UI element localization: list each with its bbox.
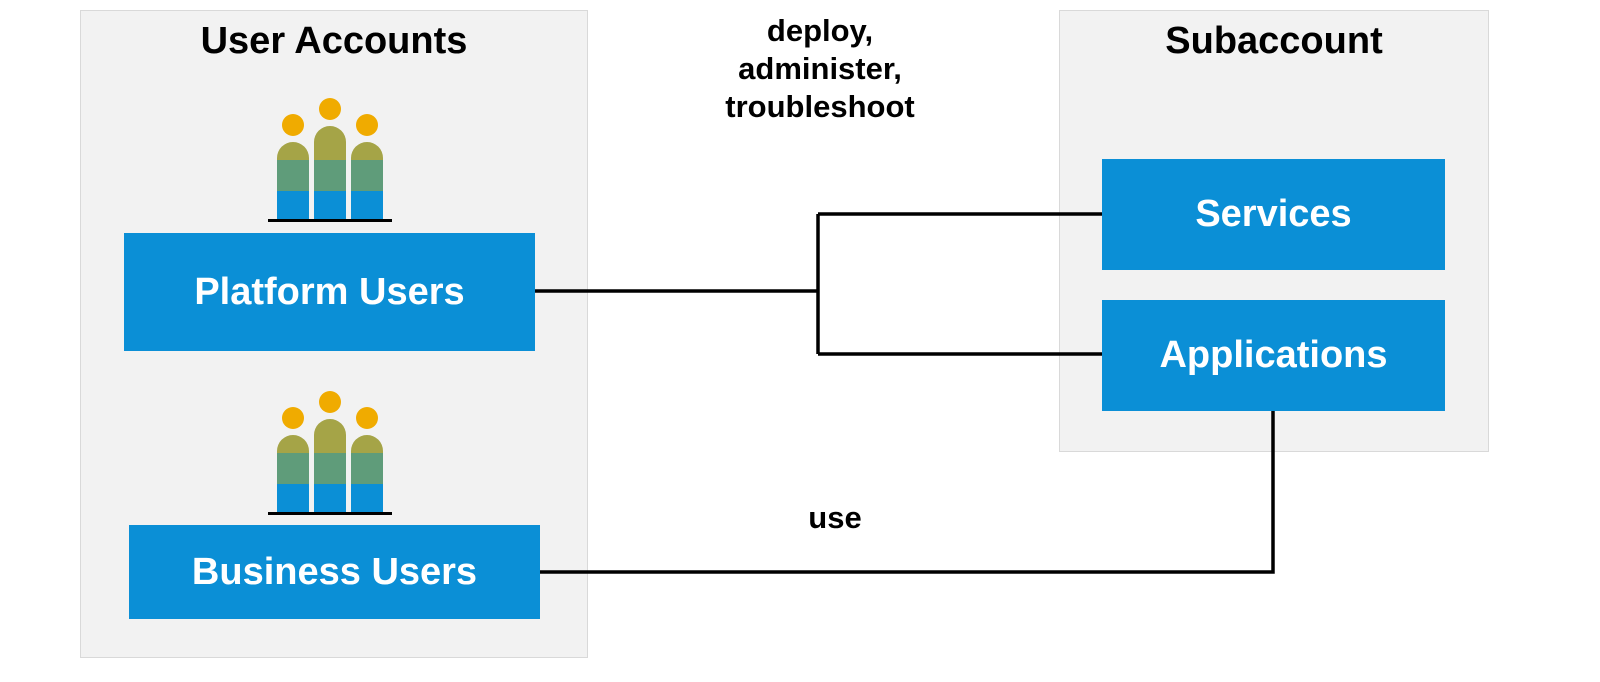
deploy-label-line: deploy, [766,13,874,48]
user-group-icon [268,391,392,515]
deploy-administer-troubleshoot-label: deploy, administer, troubleshoot [700,12,940,126]
platform-users-box: Platform Users [124,233,535,351]
use-label: use [808,500,862,535]
user-accounts-title: User Accounts [200,20,468,62]
services-box: Services [1102,159,1445,270]
administer-label-line: administer, [738,51,902,86]
business-users-box: Business Users [129,525,540,619]
troubleshoot-label-line: troubleshoot [725,89,915,124]
applications-box: Applications [1102,300,1445,411]
user-group-icon [268,98,392,222]
subaccount-title: Subaccount [1165,20,1383,62]
